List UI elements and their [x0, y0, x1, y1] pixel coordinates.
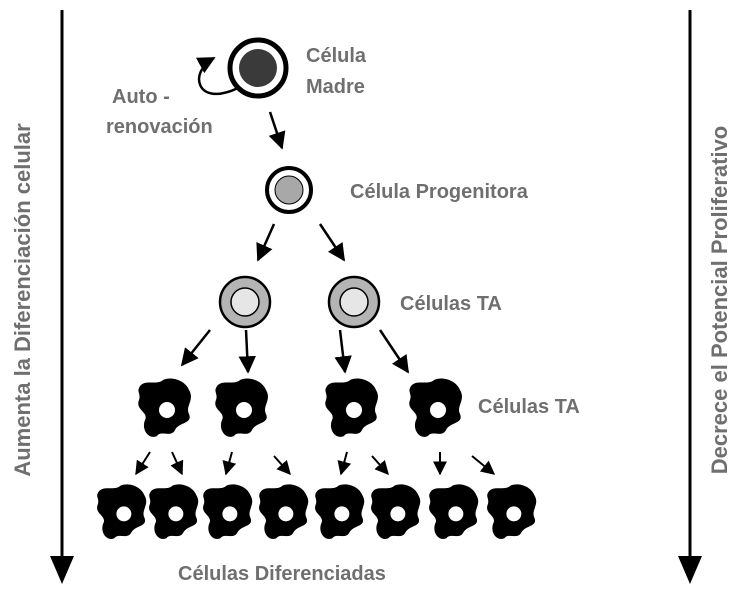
ta-cell-first-right: [329, 277, 379, 327]
differentiated-cell-7: [429, 484, 478, 539]
progenitor-cell: [267, 168, 311, 212]
diff-arrow-5: [341, 452, 347, 474]
ta-arrow-3: [340, 330, 345, 372]
progenitor-label: Célula Progenitora: [350, 181, 529, 203]
differentiated-cell-2: [149, 484, 198, 539]
right-axis-arrowhead: [678, 556, 702, 584]
differentiated-cell-6: [371, 484, 420, 539]
diff-arrow-2: [172, 452, 182, 474]
differentiated-label: Células Diferenciadas: [178, 563, 386, 585]
ta-arrow-4: [380, 330, 408, 372]
progenitor-to-ta-left-arrow: [258, 224, 274, 260]
diff-arrow-3: [226, 452, 232, 474]
stem-cell-label-line1: Célula: [306, 45, 367, 67]
diff-arrow-4: [274, 456, 290, 474]
left-axis-label: Aumenta la Diferenciación celular: [10, 123, 35, 477]
left-axis-arrowhead: [50, 556, 74, 584]
stem-to-progenitor-arrow: [270, 112, 282, 148]
ta-blob-2: [215, 378, 268, 436]
ta-blob-1: [138, 378, 191, 436]
differentiated-cell-3: [203, 484, 252, 539]
ta-blob-3: [325, 378, 378, 436]
stem-cell: [230, 40, 286, 96]
right-axis-label: Decrece el Potencial Proliferativo: [707, 126, 732, 475]
diff-arrow-6: [372, 456, 388, 474]
ta-cells-label-2: Células TA: [478, 396, 580, 418]
differentiated-cell-5: [315, 484, 364, 539]
progenitor-to-ta-right-arrow: [320, 224, 344, 260]
diff-arrow-8: [472, 456, 494, 474]
differentiated-cell-8: [487, 484, 536, 539]
ta-arrow-1: [182, 330, 210, 365]
self-renewal-label-line1: Auto -: [112, 86, 170, 108]
diff-arrow-1: [136, 452, 150, 474]
ta-blob-4: [409, 378, 462, 436]
self-renewal-label-line2: renovación: [106, 116, 213, 138]
ta-arrow-2: [246, 330, 248, 372]
ta-cells-label-1: Células TA: [400, 293, 502, 315]
ta-cell-first-left: [220, 277, 270, 327]
stem-cell-label-line2: Madre: [306, 76, 365, 98]
differentiated-cell-1: [97, 484, 146, 539]
differentiated-cell-4: [259, 484, 308, 539]
